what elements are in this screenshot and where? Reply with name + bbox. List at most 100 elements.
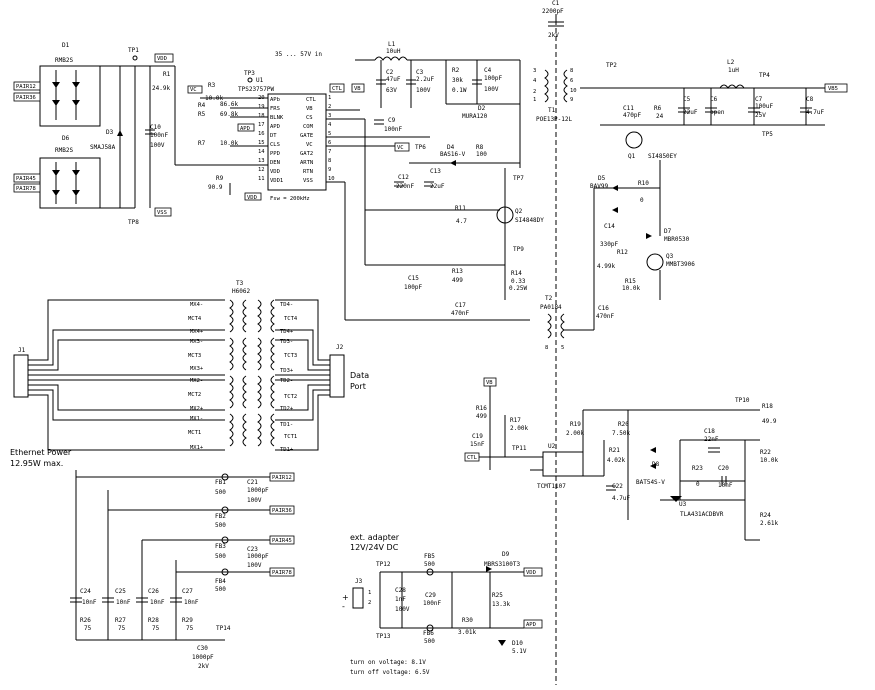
svg-text:C22: C22 [612,483,623,490]
svg-text:9: 9 [328,167,331,173]
svg-text:C24: C24 [80,588,91,595]
svg-text:VC: VC [190,87,197,93]
svg-text:TP8: TP8 [128,219,139,226]
svg-text:COM: COM [303,124,314,130]
svg-text:VDD: VDD [526,570,536,576]
svg-text:18: 18 [258,113,265,119]
svg-text:R23: R23 [692,465,703,472]
svg-text:2.00k: 2.00k [510,425,528,432]
svg-text:PPD: PPD [270,151,280,157]
svg-text:49.9: 49.9 [762,418,777,425]
svg-text:MCT4: MCT4 [188,316,202,322]
svg-text:MX1+: MX1+ [190,445,204,451]
svg-text:SI4848DY: SI4848DY [515,217,544,224]
svg-text:U3: U3 [679,501,687,508]
svg-text:TP7: TP7 [513,175,524,182]
svg-text:2: 2 [368,600,371,606]
svg-text:Q3: Q3 [666,253,674,260]
svg-text:8: 8 [328,158,331,164]
j1-wires [28,299,330,451]
svg-text:C6: C6 [710,96,718,103]
svg-text:R30: R30 [462,617,473,624]
svg-text:19: 19 [258,104,265,110]
svg-text:ARTN: ARTN [300,160,313,166]
svg-text:VB: VB [486,380,493,386]
svg-text:GAT2: GAT2 [300,151,313,157]
svg-text:CTL: CTL [332,86,343,92]
svg-text:13: 13 [258,158,265,164]
svg-text:MCT1: MCT1 [188,430,201,436]
svg-text:R13: R13 [452,268,463,275]
svg-text:0: 0 [640,197,644,204]
svg-text:C15: C15 [408,275,419,282]
svg-text:100pF: 100pF [484,75,502,82]
svg-text:R15: R15 [625,278,636,285]
svg-text:MX2-: MX2- [190,378,203,384]
svg-text:D3: D3 [106,129,114,136]
svg-text:C1: C1 [552,0,560,7]
magnetics-t3: T3 H6062 MX4- MCT4 MX4+ MX3- MCT3 MX3+ M… [188,280,298,453]
svg-text:C27: C27 [182,588,193,595]
svg-text:DT: DT [270,133,277,139]
svg-text:C8: C8 [806,96,814,103]
tp1: TP1 VDD [128,47,174,63]
svg-text:CS: CS [306,115,313,121]
svg-text:CTL: CTL [306,97,317,103]
svg-text:1: 1 [368,590,371,596]
connector-j1: J1 [13,347,29,398]
svg-text:T2: T2 [545,295,553,302]
svg-text:6: 6 [570,78,573,84]
svg-text:Data: Data [350,371,369,380]
svg-text:TP5: TP5 [762,131,773,138]
svg-text:L2: L2 [727,59,735,66]
svg-text:C29: C29 [425,592,436,599]
svg-text:499: 499 [452,277,463,284]
svg-text:FB5: FB5 [424,553,435,560]
svg-text:RMB2S: RMB2S [55,147,73,154]
svg-text:TD1-: TD1- [280,422,293,428]
svg-text:86.6k: 86.6k [220,101,238,108]
svg-text:POE13P-12L: POE13P-12L [536,116,573,123]
svg-text:15nF: 15nF [470,441,485,448]
svg-text:APD: APD [240,126,250,132]
svg-text:C23: C23 [247,546,258,553]
svg-text:J2: J2 [336,344,344,351]
svg-text:DEN: DEN [270,160,280,166]
svg-text:TP9: TP9 [513,246,524,253]
svg-text:VB: VB [354,86,361,92]
svg-text:VDD1: VDD1 [270,178,283,184]
svg-text:C10: C10 [150,124,161,131]
svg-text:1: 1 [533,97,536,103]
svg-text:MX2+: MX2+ [190,406,204,412]
svg-text:100V: 100V [247,562,262,569]
svg-text:U2: U2 [548,443,556,450]
svg-text:2: 2 [328,104,331,110]
svg-text:TD2-: TD2- [280,378,293,384]
svg-text:3: 3 [533,68,536,74]
svg-text:1uH: 1uH [728,67,739,74]
svg-text:C21: C21 [247,479,258,486]
svg-text:R24: R24 [760,512,771,519]
tvs-d3: D3 SMAJ58A [90,129,123,151]
svg-text:100V: 100V [484,86,499,93]
svg-text:RMB2S: RMB2S [55,57,73,64]
svg-text:D10: D10 [512,640,523,647]
svg-text:VDD: VDD [157,56,167,62]
svg-text:TP4: TP4 [759,72,770,79]
svg-text:R17: R17 [510,417,521,424]
svg-text:2.00k: 2.00k [566,430,584,437]
svg-text:100V: 100V [150,142,165,149]
svg-text:75: 75 [186,625,194,632]
svg-text:TP3: TP3 [244,70,255,77]
svg-text:1nF: 1nF [395,596,406,603]
svg-text:100V: 100V [416,87,431,94]
tp8: TP8 VSS [128,207,172,226]
svg-text:MX1-: MX1- [190,416,203,422]
svg-text:2kV: 2kV [548,32,559,39]
svg-text:11: 11 [258,176,265,182]
svg-text:T3: T3 [236,280,244,287]
svg-text:69.8k: 69.8k [220,111,238,118]
